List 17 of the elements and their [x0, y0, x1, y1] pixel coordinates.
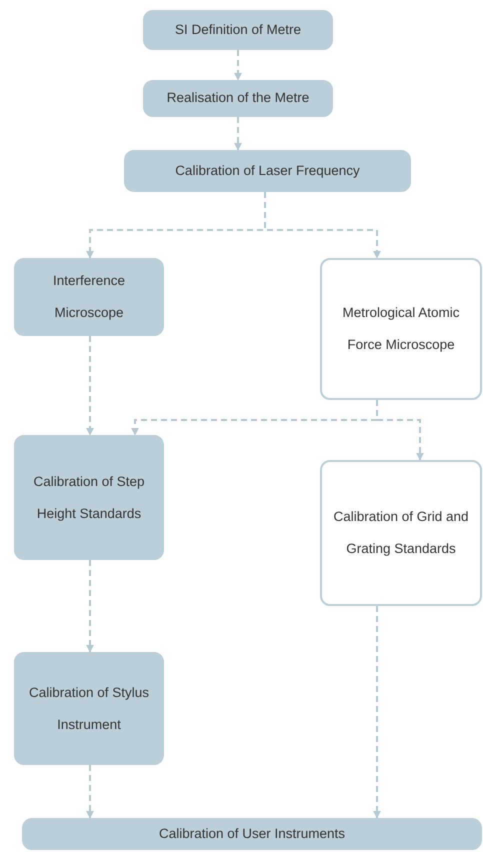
arrow — [264, 192, 381, 259]
process-box: SI Definition of Metre — [143, 10, 333, 50]
process-box: Calibration of Laser Frequency — [124, 150, 411, 192]
process-box: Calibration of User Instruments — [22, 818, 482, 850]
arrow — [86, 765, 94, 819]
arrow — [234, 117, 242, 151]
process-box: Calibration of Grid and Grating Standards — [320, 460, 482, 606]
process-box: Calibration of Stylus Instrument — [14, 652, 164, 765]
process-box: Metrological Atomic Force Microscope — [320, 258, 482, 400]
arrow — [373, 606, 381, 819]
arrow — [376, 400, 424, 461]
arrow — [86, 560, 94, 653]
process-box: Calibration of Step Height Standards — [14, 435, 164, 560]
process-box: Interference Microscope — [14, 258, 164, 336]
arrow — [234, 50, 242, 81]
process-box: Realisation of the Metre — [143, 80, 333, 117]
arrow — [86, 336, 94, 436]
